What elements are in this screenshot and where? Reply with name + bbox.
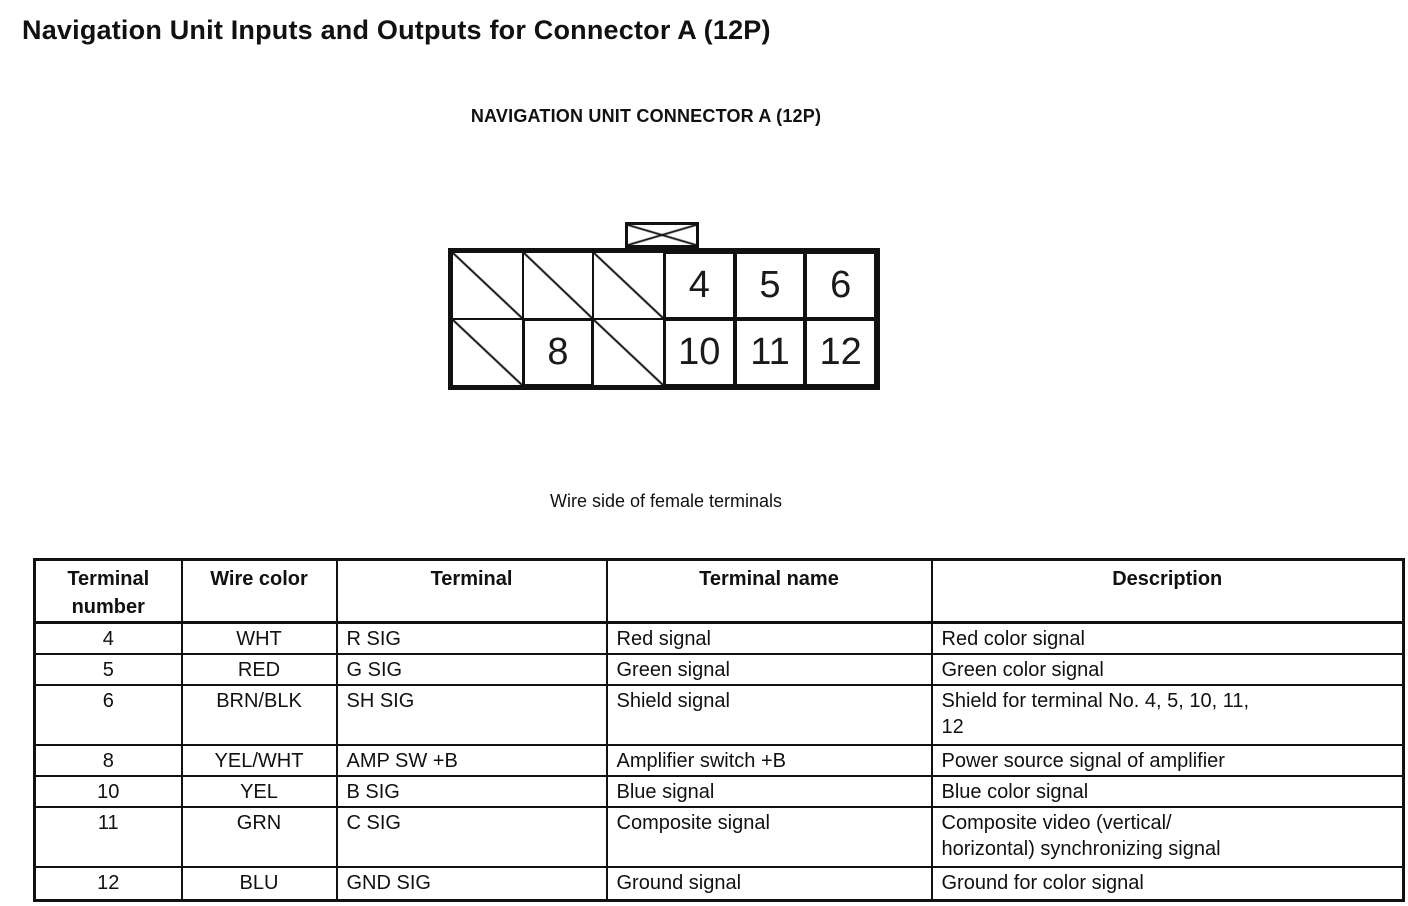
table-cell: BLU [180, 866, 338, 901]
table-cell: GRN [180, 806, 338, 868]
table-cell: Red signal [605, 621, 933, 655]
table-cell: Power source signal of amplifier [930, 744, 1405, 777]
terminal-table-header: Terminal number Wire color Terminal Term… [33, 558, 1405, 624]
connector-heading: NAVIGATION UNIT CONNECTOR A (12P) [470, 106, 822, 126]
table-cell: G SIG [335, 653, 608, 686]
table-cell: B SIG [335, 775, 608, 808]
table-cell: WHT [180, 621, 338, 655]
wire-side-caption: Wire side of female terminals [549, 491, 783, 511]
table-cell: 11 [33, 806, 183, 868]
connector-cavity-6: 6 [805, 252, 876, 319]
table-cell: Composite signal [605, 806, 933, 868]
table-cell: Shield signal [605, 684, 933, 746]
page-title: Navigation Unit Inputs and Outputs for C… [22, 15, 771, 45]
table-cell: 5 [33, 653, 183, 686]
table-cell: SH SIG [335, 684, 608, 746]
table-cell: 8 [33, 744, 183, 777]
header-row: Terminal number Wire color Terminal Term… [33, 558, 1405, 624]
connector-cavity-blocked [452, 319, 523, 386]
terminal-table: Terminal number Wire color Terminal Term… [33, 558, 1405, 902]
table-cell: 10 [33, 775, 183, 808]
table-cell: Composite video (vertical/ horizontal) s… [930, 806, 1405, 868]
table-cell: GND SIG [335, 866, 608, 901]
table-cell: Ground for color signal [930, 866, 1405, 901]
table-cell: Amplifier switch +B [605, 744, 933, 777]
table-cell: Shield for terminal No. 4, 5, 10, 11, 12 [930, 684, 1405, 746]
table-cell: YEL [180, 775, 338, 808]
connector-cavity-blocked [452, 252, 523, 319]
connector-cavity-10: 10 [663, 319, 735, 386]
table-cell: 4 [33, 621, 183, 655]
connector-cavity-12: 12 [805, 319, 876, 386]
table-cell: BRN/BLK [180, 684, 338, 746]
connector-cavity-blocked [593, 319, 664, 386]
table-cell: Blue color signal [930, 775, 1405, 808]
connector-lock-tab-icon [625, 222, 699, 248]
header-wire-color: Wire color [180, 558, 338, 624]
table-cell: AMP SW +B [335, 744, 608, 777]
connector-cavity-11: 11 [734, 319, 806, 386]
connector-cavity-5: 5 [734, 252, 806, 319]
table-cell: Ground signal [605, 866, 933, 901]
connector-cavity-blocked [522, 252, 594, 319]
connector-cavity-blocked [593, 252, 664, 319]
table-cell: Green signal [605, 653, 933, 686]
table-cell: YEL/WHT [180, 744, 338, 777]
header-terminal-number: Terminal number [33, 558, 183, 624]
connector-cavity-8: 8 [522, 319, 594, 386]
table-cell: Red color signal [930, 621, 1405, 655]
header-terminal: Terminal [335, 558, 608, 624]
header-terminal-name: Terminal name [605, 558, 933, 624]
table-cell: R SIG [335, 621, 608, 655]
table-cell: Blue signal [605, 775, 933, 808]
connector-cavity-4: 4 [663, 252, 735, 319]
table-cell: 12 [33, 866, 183, 901]
table-cell: C SIG [335, 806, 608, 868]
table-cell: RED [180, 653, 338, 686]
header-description: Description [930, 558, 1405, 624]
table-cell: 6 [33, 684, 183, 746]
table-cell: Green color signal [930, 653, 1405, 686]
